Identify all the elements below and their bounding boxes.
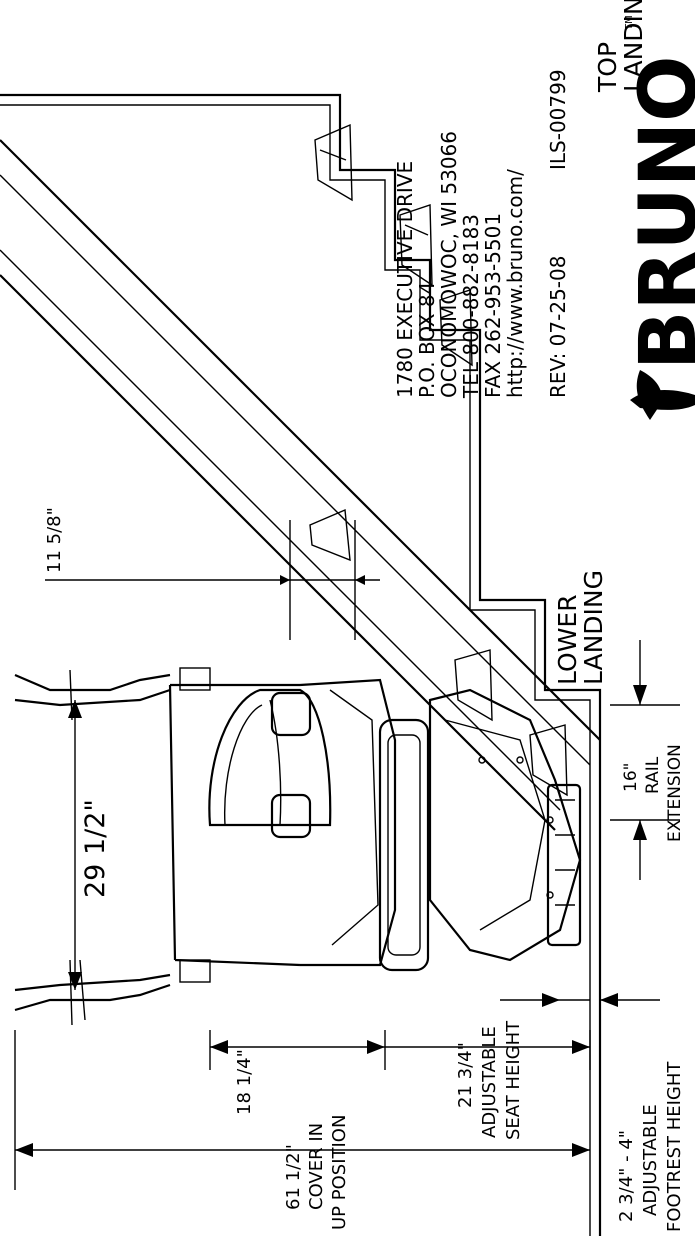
revision-date: REV: 07-25-08 [546,256,570,398]
rail-extension-label-1: RAIL [643,756,663,794]
top-landing-line-1: TOP [593,42,622,93]
seat-to-cover-dimension: 18 1/4" [234,1049,255,1115]
lower-landing-line-2: LANDING [579,570,608,685]
seat-height-label-2: SEAT HEIGHT [503,1020,524,1140]
handle-width-dimension: 29 1/2" [80,799,111,898]
rail-offset-dimension: 11 5/8" [44,507,65,573]
seat-height-dimension: 21 3/4" [455,1042,476,1108]
address-line-6: http://www.bruno.com/ [503,169,527,398]
cover-height-label-1: COVER IN [306,1123,327,1210]
chair [168,667,582,983]
address-line-4: TEL 800-882-8183 [459,214,483,399]
staircase [0,93,602,1236]
footrest-height-label-2: FOOTREST HEIGHT [664,1061,685,1232]
logo-trademark: TM [624,15,635,31]
address-line-3: OCONOMOWOC, WI 53066 [437,131,461,398]
footrest-height-dimension: 2 3/4" - 4" [616,1130,637,1222]
handles [14,669,171,1026]
bruno-logo: BRUNO TM [624,15,695,420]
rail [0,139,601,831]
address-line-2: P.O. BOX 84 [415,282,439,398]
document-number: ILS-00799 [546,69,570,170]
labels: TOP LANDING LOWER LANDING 11 5/8" 29 1/2… [44,0,685,1232]
rail-extension-label-2: EXTENSION [665,744,685,842]
top-landing-line-2: LANDING [619,0,648,92]
lower-landing-line-1: LOWER [553,594,582,685]
address-line-1: 1780 EXECUTIVE DRIVE [393,161,417,398]
logo-wordmark: BRUNO [624,56,695,370]
rail-brackets [309,123,568,797]
rail-extension-dimension: 16" [621,763,641,792]
address-line-5: FAX 262-953-5501 [481,213,505,398]
logo-propeller-icon [630,370,695,420]
seat-height-label-1: ADJUSTABLE [479,1026,500,1138]
dimension-lines [14,520,680,1190]
cover-height-label-2: UP POSITION [329,1115,350,1230]
company-info: 1780 EXECUTIVE DRIVE P.O. BOX 84 OCONOMO… [393,69,570,399]
cover-height-dimension: 61 1/2" [283,1144,304,1210]
footrest-height-label-1: ADJUSTABLE [640,1104,661,1216]
